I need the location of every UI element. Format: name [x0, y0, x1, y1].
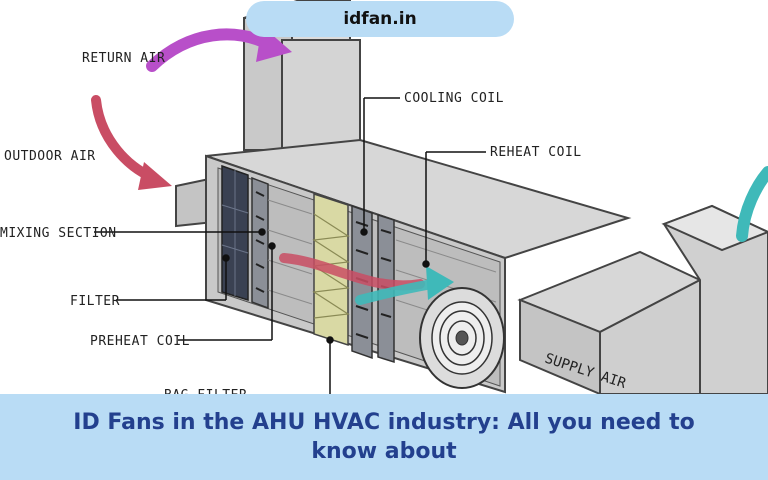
title-banner: ID Fans in the AHU HVAC industry: All yo…	[0, 394, 768, 480]
site-badge[interactable]: idfan.in	[246, 1, 514, 37]
supply-air-arrow-icon	[736, 166, 768, 242]
outdoor-air-arrow-icon	[91, 95, 172, 190]
label-preheat-coil: PREHEAT COIL	[90, 334, 190, 349]
fan	[419, 287, 505, 389]
supply-air-duct	[517, 204, 768, 396]
preheat-coil	[251, 176, 269, 310]
label-mixing-section: MIXING SECTION	[0, 226, 117, 241]
article-title: ID Fans in the AHU HVAC industry: All yo…	[73, 410, 695, 464]
label-reheat-coil: REHEAT COIL	[490, 145, 582, 160]
leader-lines	[94, 97, 486, 394]
label-filter: FILTER	[70, 294, 120, 309]
label-cooling-coil: COOLING COIL	[404, 91, 504, 106]
internal-airflow-arrow-icon	[279, 253, 454, 305]
label-outdoor-air: OUTDOOR AIR	[4, 149, 96, 164]
label-return-air: RETURN AIR	[82, 51, 165, 66]
filter-panel	[221, 164, 249, 302]
